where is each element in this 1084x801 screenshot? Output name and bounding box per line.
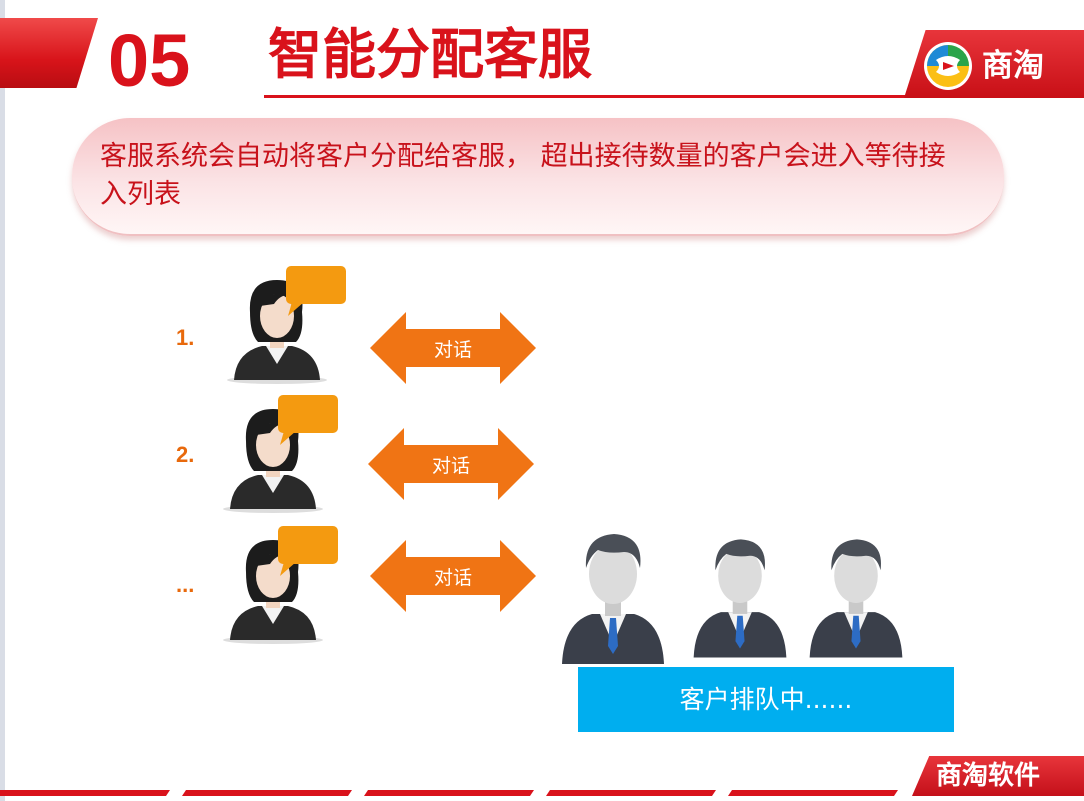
double-arrow-icon: [370, 540, 536, 612]
female-agent-icon: [227, 266, 346, 384]
arrow-label-1: 对话: [433, 339, 472, 361]
footer-stripes: [0, 790, 898, 796]
title-underline: [264, 95, 924, 98]
page-title: 智能分配客服: [268, 22, 592, 86]
section-number: 05: [108, 19, 191, 102]
female-agent-icon: [223, 395, 338, 513]
arrow-label-3: 对话: [433, 567, 472, 589]
brand-logo-text: 商淘: [982, 48, 1044, 84]
footer-logo-text: 商淘软件: [936, 761, 1041, 791]
male-customer-icon: [562, 534, 664, 664]
brand-logo-icon: [924, 42, 972, 90]
description-banner: [72, 118, 1004, 236]
male-customer-icon: [809, 539, 903, 658]
row-number-2: 2.: [176, 442, 195, 467]
description-text: 客服系统会自动将客户分配给客服， 超出接待数量的客户会进入等待接入列表: [100, 141, 946, 210]
male-customer-icon: [693, 539, 787, 658]
row-number-3: ...: [176, 572, 195, 597]
queue-box: [578, 667, 954, 732]
row-number-1: 1.: [176, 325, 195, 350]
double-arrow-icon: [368, 428, 534, 500]
header-red-tab: [0, 18, 98, 88]
footer-logo-box: [912, 756, 1084, 796]
arrow-label-2: 对话: [431, 455, 470, 477]
queue-label: 客户排队中......: [679, 685, 853, 714]
female-agent-icon: [223, 526, 338, 644]
double-arrow-icon: [370, 312, 536, 384]
slide-left-edge: [0, 0, 5, 801]
